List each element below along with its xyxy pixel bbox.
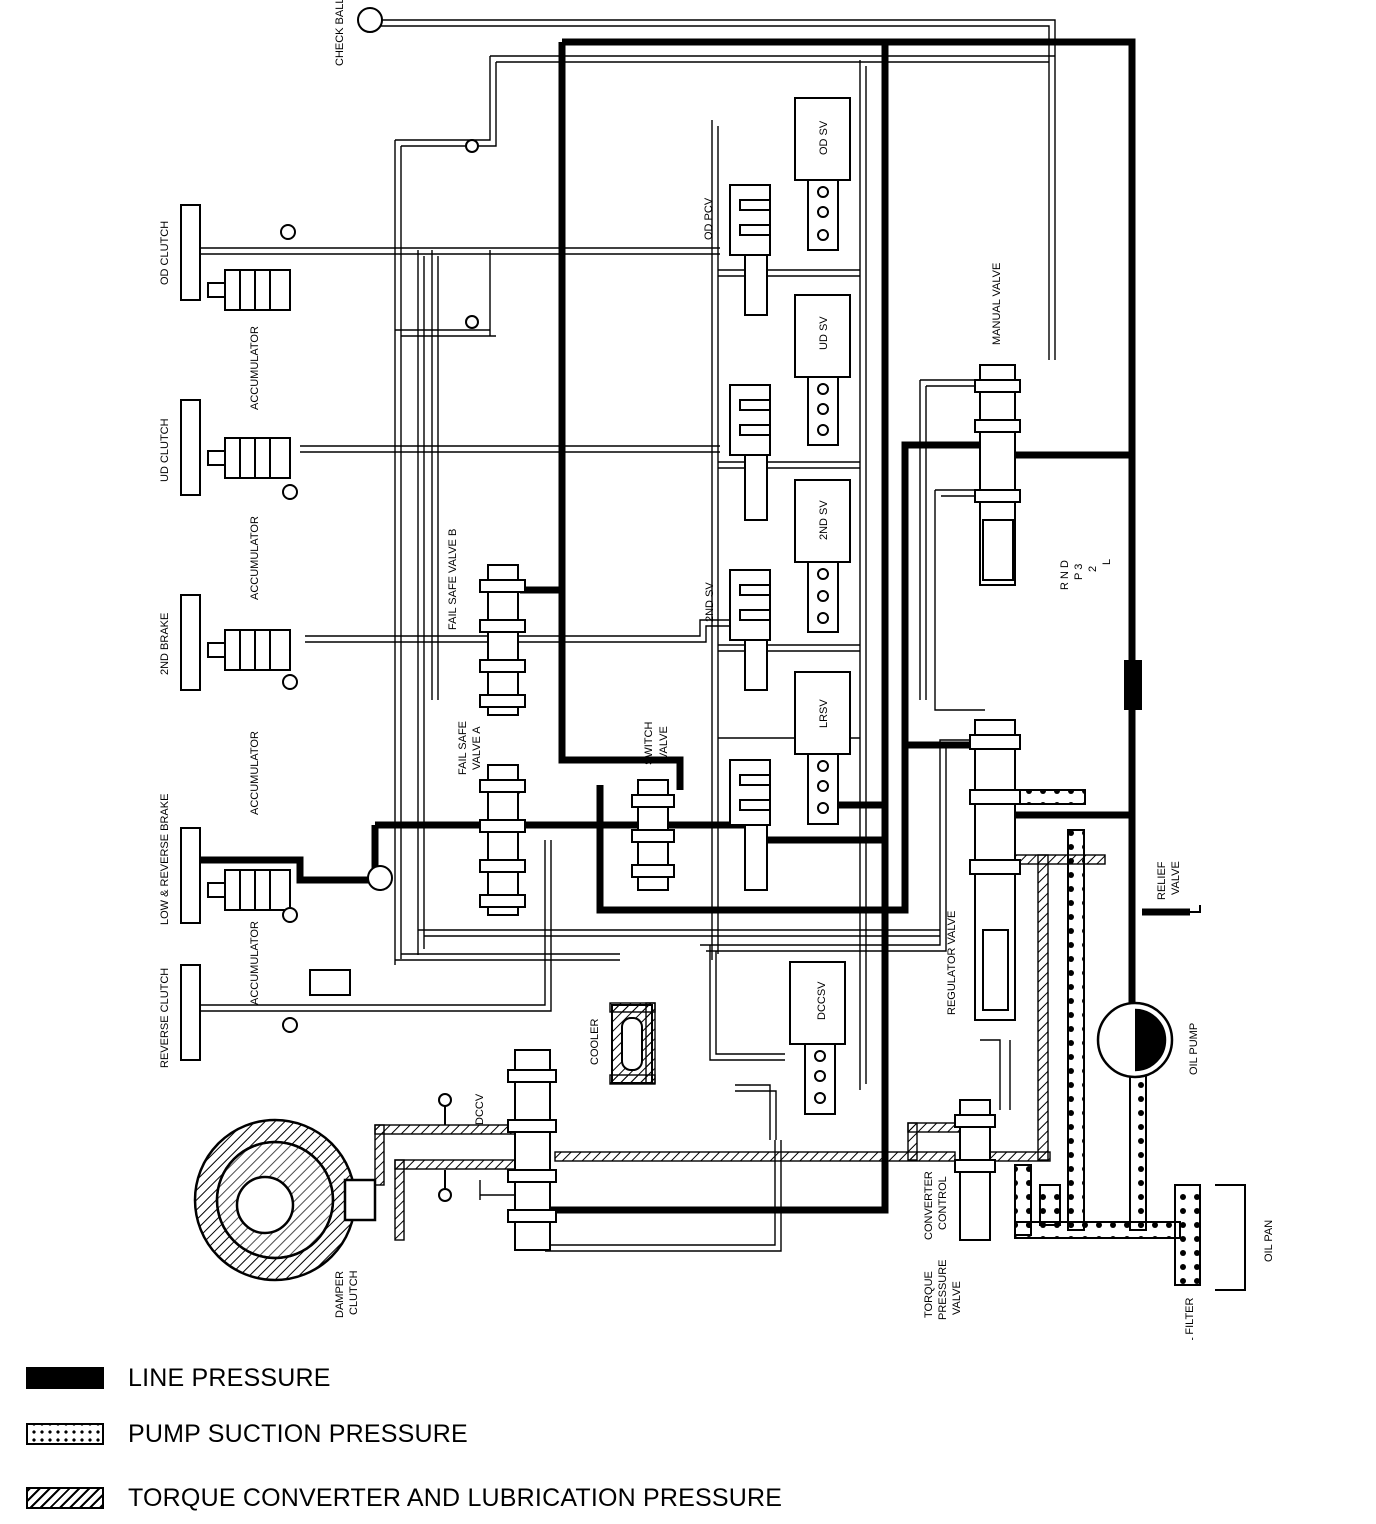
lrsv-valve xyxy=(794,671,851,825)
od-sv-label: OD SV xyxy=(818,120,830,155)
oil-filter-label: OIL FILTER xyxy=(1184,1297,1196,1340)
reverse-clutch-label: REVERSE CLUTCH xyxy=(159,968,171,1068)
lrsv-label: LRSV xyxy=(818,699,830,728)
second-brake-plate xyxy=(180,594,201,691)
od-clutch-label: OD CLUTCH xyxy=(159,221,171,285)
legend-row-pump-suction: PUMP SUCTION PRESSURE xyxy=(26,1414,468,1454)
torque-converter xyxy=(193,1118,377,1282)
oil-pan-label: OIL PAN xyxy=(1263,1220,1275,1262)
legend-row-torque-converter: TORQUE CONVERTER AND LUBRICATION PRESSUR… xyxy=(26,1478,782,1518)
accumulator-od xyxy=(207,224,296,311)
manual-valve xyxy=(974,364,1021,586)
accumulator-lr xyxy=(207,869,298,923)
accumulator-reverse xyxy=(282,969,351,1033)
fail-safe-valve-a xyxy=(479,764,526,916)
line-pressure-passages xyxy=(200,38,1190,1214)
gear-positions-label-4: L xyxy=(1101,559,1113,565)
ud-clutch-plate xyxy=(180,399,201,496)
accumulator-label-3: ACCUMULATOR xyxy=(249,731,261,815)
relief-valve-label-1: RELIEF xyxy=(1156,861,1168,900)
cooler-unit xyxy=(611,1004,653,1084)
od-pcv-valve xyxy=(729,184,771,316)
converter-control-label-2: CONTROL xyxy=(937,1176,949,1230)
pressure-taps xyxy=(438,1093,452,1202)
check-ball-label: CHECK BALL xyxy=(334,0,346,66)
oil-pump-label: OIL PUMP xyxy=(1188,1023,1200,1075)
regulator-valve xyxy=(969,719,1021,1021)
torque-pressure-label-3: VALVE xyxy=(951,1281,963,1315)
ud-clutch-label: UD CLUTCH xyxy=(159,418,171,482)
line-pressure-label: LINE PRESSURE xyxy=(128,1363,331,1392)
fail-safe-valve-a-label-1: FAIL SAFE xyxy=(457,721,469,775)
pump-suction-label: PUMP SUCTION PRESSURE xyxy=(128,1419,468,1448)
dccv-label: DCCV xyxy=(474,1093,486,1125)
component-labels: CHECK BALL OD CLUTCH UD CLUTCH 2ND BRAKE… xyxy=(159,0,1275,1340)
fail-safe-valve-b-label: FAIL SAFE VALVE B xyxy=(447,529,459,630)
second-sv-valve xyxy=(794,479,851,633)
oil-pump xyxy=(1096,1001,1174,1079)
switch-valve-label-2: VALVE xyxy=(658,726,670,760)
od-sv-valve xyxy=(794,97,851,251)
cooler-label: COOLER xyxy=(589,1018,601,1065)
regulator-valve-label: REGULATOR VALVE xyxy=(946,911,958,1015)
fail-safe-valve-b xyxy=(479,564,526,716)
spool-valves xyxy=(479,184,1021,1251)
ud-sv-label: UD SV xyxy=(818,316,830,350)
pump-suction-swatch xyxy=(26,1423,104,1445)
second-sv-line-label: 2ND SV xyxy=(704,582,716,622)
accumulator-label-1: ACCUMULATOR xyxy=(249,326,261,410)
torque-converter-swatch xyxy=(26,1487,104,1509)
accumulator-label-4: ACCUMULATOR xyxy=(249,921,261,1005)
second-sv-label: 2ND SV xyxy=(818,500,830,540)
legend-row-line-pressure: LINE PRESSURE xyxy=(26,1358,331,1398)
ud-pressure-valve xyxy=(729,384,771,521)
ud-sv-valve xyxy=(794,294,851,446)
torque-pressure-label-2: PRESSURE xyxy=(937,1259,949,1320)
clutch-brake-plates xyxy=(180,204,201,1061)
accumulator-2nd xyxy=(207,629,298,690)
fail-safe-valve-a-label-2: VALVE A xyxy=(471,726,483,770)
gear-positions-label-3: 2 xyxy=(1087,566,1099,572)
dccv-valve xyxy=(507,1049,557,1251)
accumulator-label-2: ACCUMULATOR xyxy=(249,516,261,600)
od-clutch-plate xyxy=(180,204,201,301)
torque-converter-label: TORQUE CONVERTER AND LUBRICATION PRESSUR… xyxy=(128,1483,783,1512)
switch-valve-label-1: SWITCH xyxy=(643,722,655,765)
lr-pressure-valve xyxy=(729,759,771,891)
line-pressure-orifice xyxy=(1124,660,1142,710)
low-reverse-brake-label: LOW & REVERSE BRAKE xyxy=(159,794,171,925)
manual-valve-label: MANUAL VALVE xyxy=(991,263,1003,345)
relief-valve-label-2: VALVE xyxy=(1170,861,1182,895)
od-pcv-label: OD PCV xyxy=(703,197,715,240)
line-pressure-swatch xyxy=(26,1367,104,1389)
hydraulic-circuit-diagram: CHECK BALL OD CLUTCH UD CLUTCH 2ND BRAKE… xyxy=(159,0,1275,1340)
torque-pressure-label-1: TORQUE xyxy=(923,1271,935,1318)
check-balls xyxy=(357,7,479,891)
thin-passages xyxy=(200,19,1056,1252)
accumulator-ud xyxy=(207,437,298,500)
dccsv-valve xyxy=(789,961,846,1115)
second-brake-label: 2ND BRAKE xyxy=(159,613,171,675)
torque-pressure-valve xyxy=(954,1099,996,1241)
gear-positions-label-2: P 3 xyxy=(1073,564,1085,580)
accumulators xyxy=(207,224,351,1033)
solenoid-valves xyxy=(789,97,851,1115)
switch-valve xyxy=(631,779,675,891)
gear-positions-label-1: R N D xyxy=(1059,560,1071,590)
dccsv-label: DCCSV xyxy=(816,981,828,1020)
damper-clutch-label-1: DAMPER xyxy=(334,1271,346,1318)
converter-control-label-1: CONVERTER xyxy=(923,1171,935,1240)
damper-clutch-label-2: CLUTCH xyxy=(348,1270,360,1315)
check-ball-icon xyxy=(357,7,383,33)
reverse-clutch-plate xyxy=(180,964,201,1061)
oil-filter-pan xyxy=(1174,905,1246,1291)
low-reverse-brake-plate xyxy=(180,827,201,924)
second-pressure-valve xyxy=(729,569,771,691)
